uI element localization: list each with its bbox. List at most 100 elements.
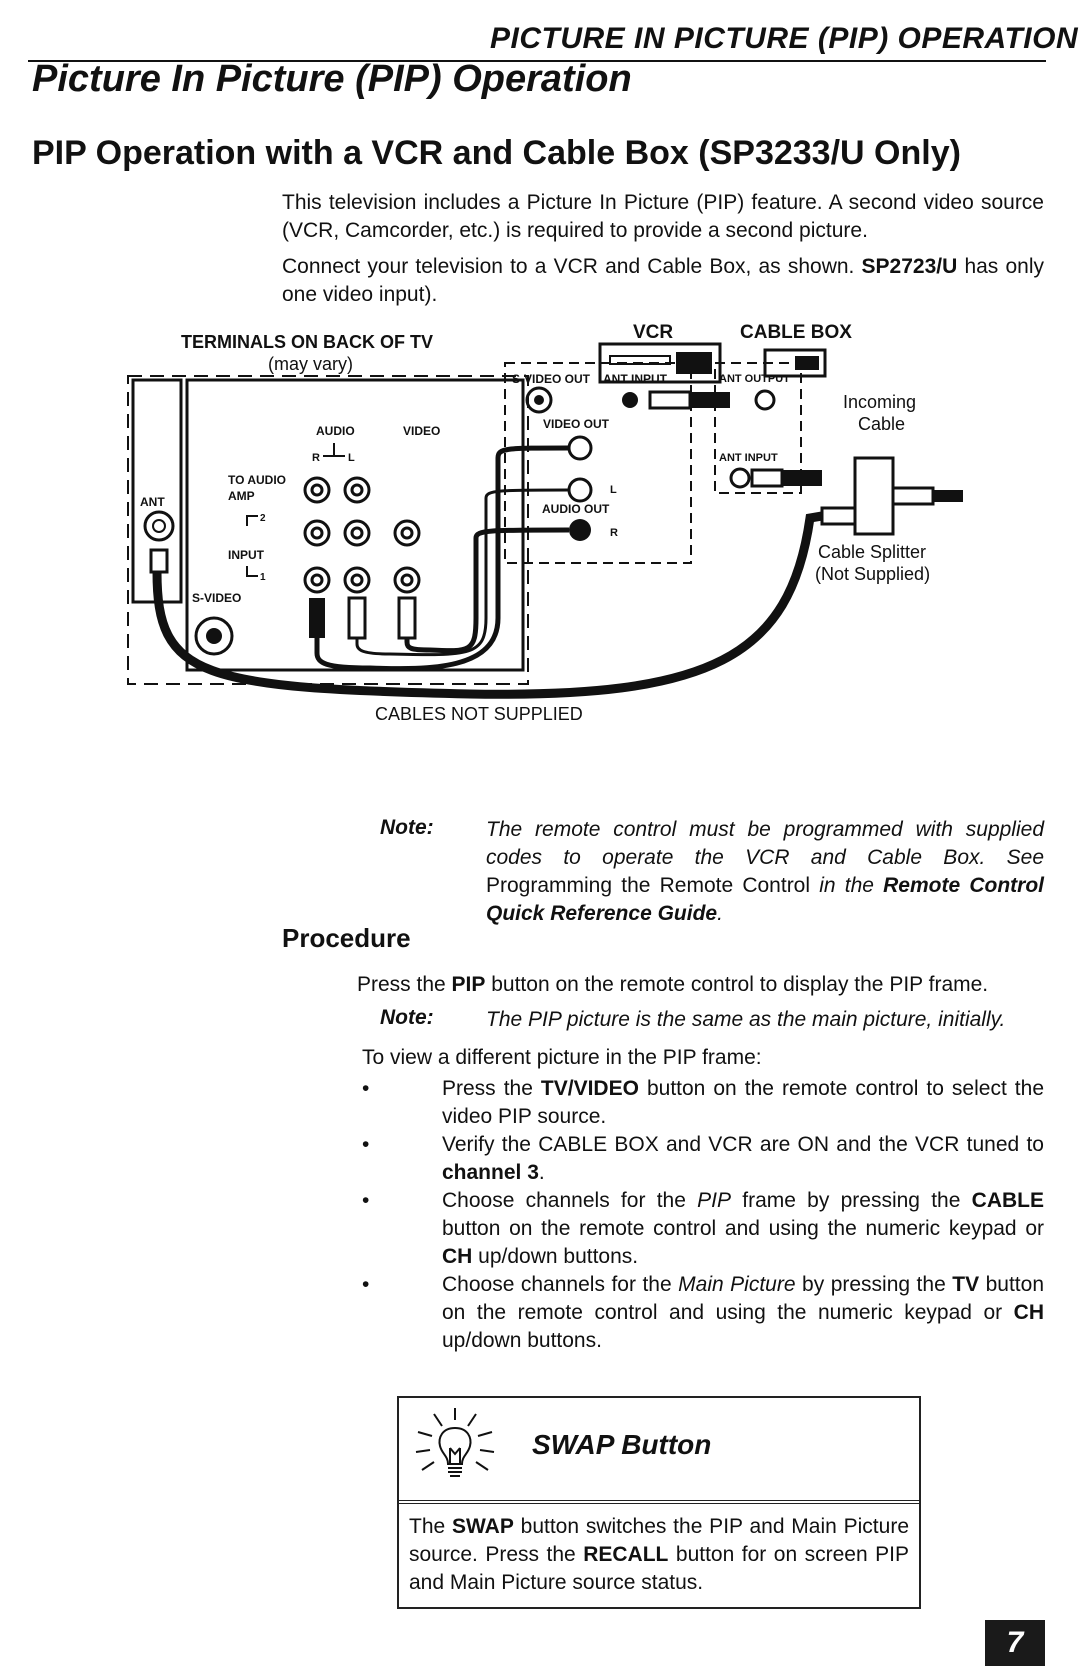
cable-splitter [853,456,895,536]
note-text-part: . [717,902,723,925]
bullet-text: button on the remote control and using t… [442,1217,1044,1240]
bullet-text: Choose channels for the [442,1273,679,1296]
splitter-label-2: (Not Supplied) [815,564,930,584]
bullet-list: • Press the TV/VIDEO button on the remot… [362,1075,1044,1355]
swap-text-part: button for on screen PIP and Main Pictur… [409,1543,909,1594]
bullet-text: up/down buttons. [472,1245,639,1268]
bullet-text: button on the remote control to select t… [442,1077,1044,1128]
audio-label: AUDIO [316,424,355,438]
bullet-bold: CABLE [971,1189,1045,1212]
connection-diagram: TERMINALS ON BACK OF TV (may vary) ANT A… [127,322,963,724]
input-1-label: 1 [260,572,266,583]
bullet-italic: PIP [697,1189,731,1212]
box-ant-input-label: ANT INPUT [719,452,778,464]
video-out-label: VIDEO OUT [543,417,610,431]
s-video-label: S-VIDEO [192,591,241,605]
page-number: 7 [985,1620,1045,1666]
to-audio-label: TO AUDIO [228,473,286,487]
note-text: The remote control must be programmed wi… [486,816,1044,928]
running-header: PICTURE IN PICTURE (PIP) OPERATION [490,22,1079,55]
audio-out-l-label: L [610,484,617,496]
s-video-out-label: S-VIDEO OUT [512,372,591,386]
video-cable [314,445,570,672]
bullet-text: Verify the CABLE BOX and VCR are ON and … [442,1133,1044,1156]
audio-r-cable [404,527,570,654]
guide-reference: Remote Control Quick Reference Guide [486,874,1044,925]
intro-paragraph-1: This television includes a Picture In Pi… [282,191,1044,242]
input-2-label: 2 [260,513,266,524]
vcr-terminals [504,362,692,564]
incoming-cable-label-2: Cable [858,414,905,434]
bullet-text: up/down buttons. [442,1329,602,1352]
bullet-bold: channel 3 [442,1161,539,1184]
bullet-item: • Verify the CABLE BOX and VCR are ON an… [362,1131,1044,1187]
swap-title: SWAP Button [532,1429,712,1460]
intro-text: Connect your television to a VCR and Cab… [282,255,862,278]
swap-text-part: The [409,1515,452,1538]
page-title: Picture In Picture (PIP) Operation [32,58,632,100]
bullet-text: . [538,1161,545,1184]
input-label: INPUT [228,548,265,562]
procedure-step: Press the PIP button on the remote contr… [357,971,1047,999]
pip-button-ref: PIP [451,973,486,996]
bullet-bold: TV/VIDEO [540,1077,639,1100]
header-rule [28,60,1046,62]
may-vary-label: (may vary) [268,354,353,374]
recall-button-ref: RECALL [583,1543,669,1566]
lightbulb-icon [415,1408,495,1477]
vcr-label: VCR [633,322,673,343]
bullet-icon: • [362,1273,370,1296]
audio-l-label: L [348,452,355,464]
bullet-item: • Choose channels for the Main Picture b… [362,1271,1044,1355]
s-video-jack [194,616,234,656]
step-text-end: button on the remote control to display … [485,973,989,996]
note-label: Note: [380,816,434,839]
bullet-text: by pressing the [795,1273,953,1296]
note-text-part: in the [810,874,884,897]
audio-out-label: AUDIO OUT [542,502,610,516]
cable-box-label: CABLE BOX [740,322,852,343]
section-title: PIP Operation with a VCR and Cable Box (… [32,134,961,172]
bullet-item: • Press the TV/VIDEO button on the remot… [362,1075,1044,1131]
bullet-bold: CH [1013,1301,1044,1324]
bullet-italic: Main Picture [678,1273,796,1296]
note-label-2: Note: [380,1006,434,1029]
bullet-text: frame by pressing the [731,1189,972,1212]
incoming-cable-label-1: Incoming [843,392,916,412]
model-number: SP2723/U [861,255,958,278]
step-text: Press the [357,973,452,996]
intro-paragraph-2: Connect your television to a VCR and Cab… [282,253,1044,309]
tv-terminals-label: TERMINALS ON BACK OF TV [181,332,433,352]
bullet-text: button on the remote control and using t… [442,1273,1044,1324]
amp-label: AMP [228,489,255,503]
bullet-text: Press the [442,1077,541,1100]
audio-r-label: R [312,452,320,464]
audio-out-r-label: R [610,527,618,539]
bullet-text: Choose channels for the [442,1189,698,1212]
bullet-bold: TV [952,1273,980,1296]
vcr-ant-input-label: ANT INPUT [603,372,668,386]
note-text-2: The PIP picture is the same as the main … [486,1008,1006,1031]
procedure-title: Procedure [282,923,411,953]
cable-box-terminals [714,362,802,494]
bullet-icon: • [362,1133,370,1156]
cables-not-supplied: CABLES NOT SUPPLIED [375,704,583,724]
bullet-icon: • [362,1189,370,1212]
splitter-label-1: Cable Splitter [818,542,926,562]
antenna-cable [152,511,823,699]
swap-divider [397,1500,921,1504]
swap-button-ref: SWAP [452,1515,514,1538]
swap-tip-box [397,1396,921,1609]
ant-jack [143,510,175,542]
intro-text-end: has only one video input). [282,255,1044,306]
ant-output-label: ANT OUTPUT [719,373,790,385]
swap-text-part: button switches the PIP and Main Picture… [409,1515,909,1566]
view-intro: To view a different picture in the PIP f… [362,1046,762,1069]
bullet-item: • Choose channels for the PIP frame by p… [362,1187,1044,1271]
swap-text: The SWAP button switches the PIP and Mai… [409,1513,909,1597]
bullet-icon: • [362,1077,370,1100]
audio-l-cable [355,488,570,657]
programming-reference: Programming the Remote Control [486,874,811,897]
video-label: VIDEO [403,424,440,438]
ant-label: ANT [140,495,165,509]
